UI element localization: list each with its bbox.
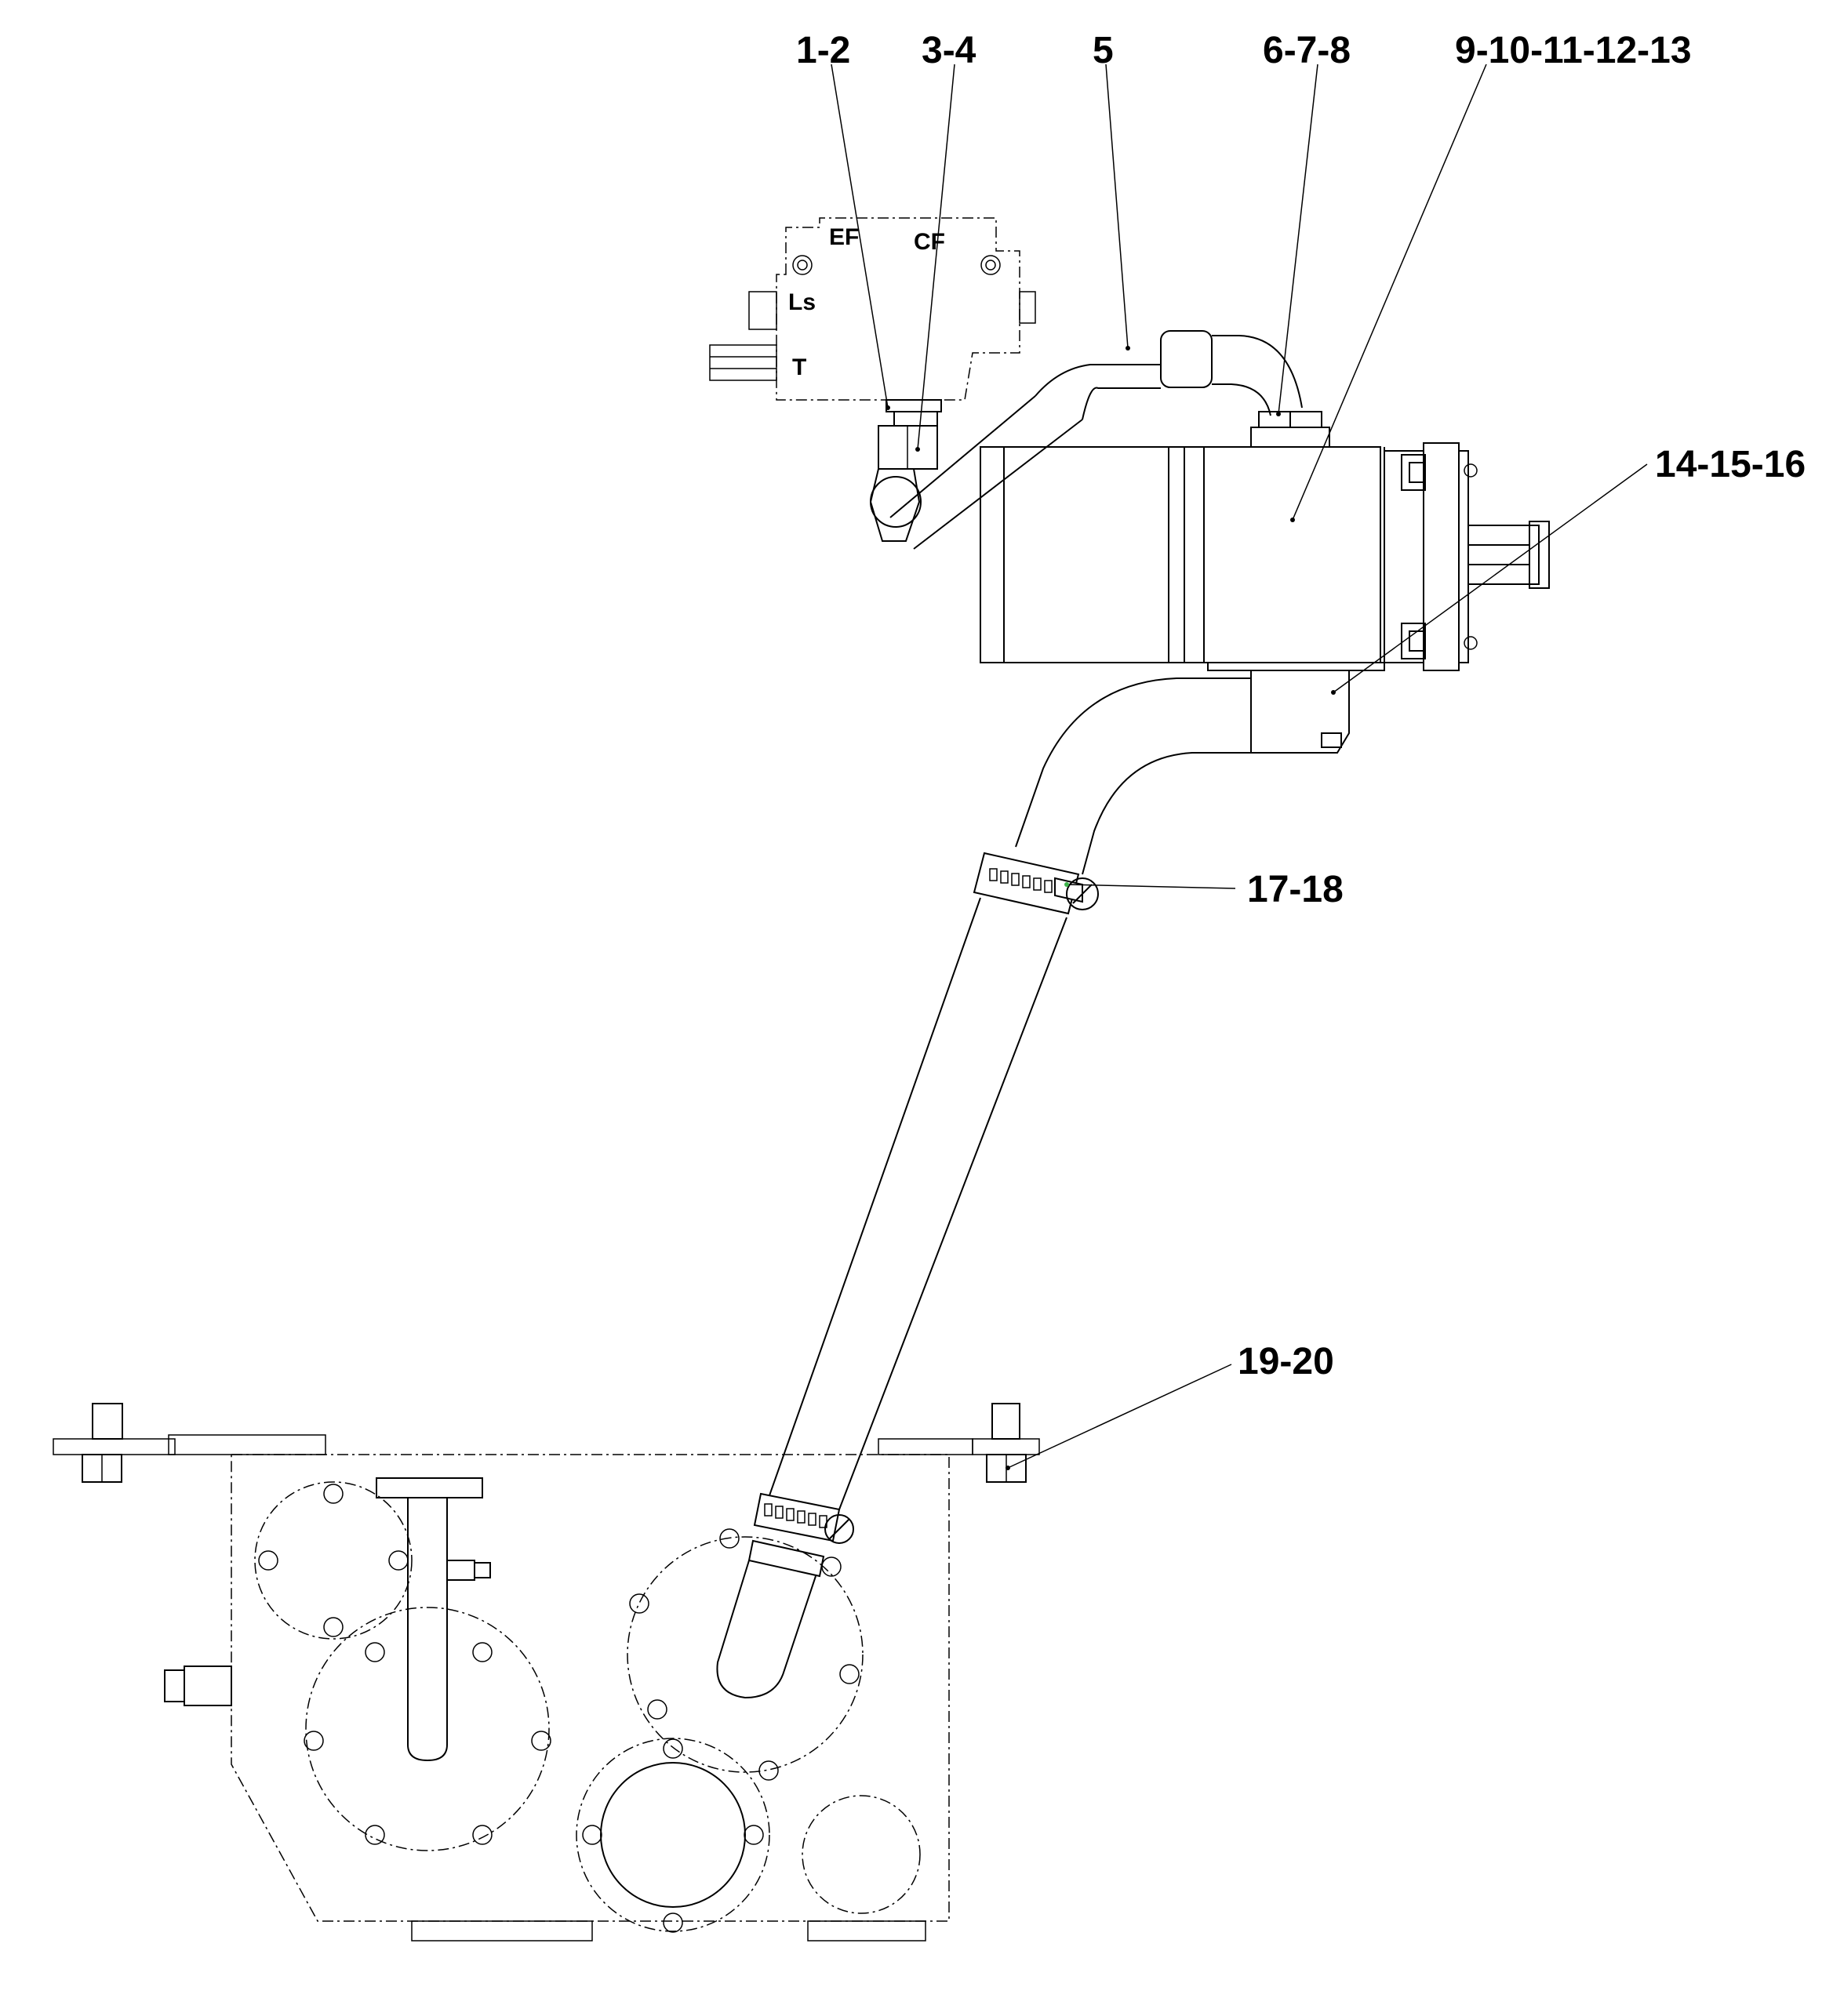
callout-labels: 1-2 3-4 5 6-7-8 9-10-11-12-13 14-15-16 1…	[796, 30, 1806, 1382]
port-label-t: T	[792, 354, 806, 380]
callout-1-2: 1-2	[796, 30, 850, 71]
callout-6-7-8: 6-7-8	[1263, 30, 1351, 71]
callout-9-10-11-12-13: 9-10-11-12-13	[1455, 30, 1692, 71]
priority-valve: EF CF Ls T	[709, 217, 1036, 542]
hydraulic-tank	[53, 1403, 1040, 1942]
port-label-ef: EF	[829, 224, 859, 250]
pump-body	[980, 411, 1550, 754]
callout-19-20: 19-20	[1238, 1341, 1334, 1382]
upper-hose-clamp	[973, 852, 1099, 915]
port-label-ls: Ls	[788, 289, 816, 315]
callout-3-4: 3-4	[922, 30, 976, 71]
suction-hose	[716, 677, 1251, 1699]
upper-hose	[889, 330, 1303, 550]
callout-14-15-16: 14-15-16	[1655, 444, 1806, 485]
leader-lines	[831, 64, 1648, 1469]
callout-17-18: 17-18	[1247, 869, 1344, 910]
leader-dots	[886, 346, 1336, 1470]
callout-5: 5	[1093, 30, 1114, 71]
lower-hose-clamp	[753, 1492, 854, 1544]
port-label-cf: CF	[914, 229, 945, 255]
